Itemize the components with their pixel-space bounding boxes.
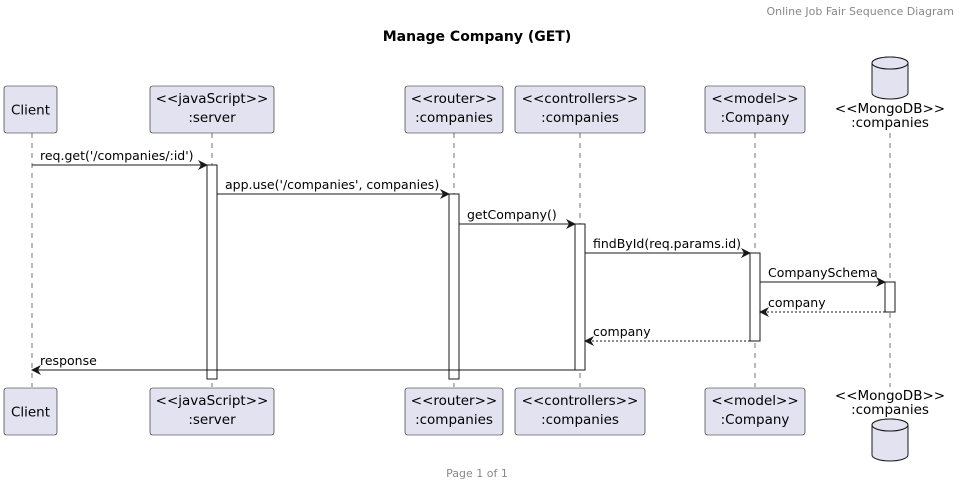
message-label: getCompany()	[467, 207, 557, 222]
message-7: company	[584, 324, 750, 346]
message-label: findById(req.params.id)	[593, 236, 741, 251]
diagram-title: Manage Company (GET)	[383, 29, 572, 45]
participant-label: <<router>>	[411, 393, 497, 409]
participant-label: :companies	[415, 110, 493, 126]
participant-box	[149, 85, 275, 134]
lifelines	[31, 133, 891, 387]
participant-label: Client	[11, 103, 50, 119]
message-6: company	[759, 295, 885, 317]
participants-bottom: Client <<javaScript>> :server <<router>> :co…	[3, 387, 945, 462]
participant-router-top: <<router>> :companies	[404, 85, 504, 134]
message-label: company	[768, 295, 826, 310]
diagram-caption: Online Job Fair Sequence Diagram	[766, 5, 954, 18]
participant-box	[404, 387, 504, 436]
participant-router-bottom: <<router>> :companies	[404, 387, 504, 436]
participant-label: :server	[188, 110, 236, 126]
participant-box	[3, 85, 58, 134]
participant-label: <<model>>	[711, 91, 798, 107]
activation-bar-server	[206, 164, 218, 380]
participant-label: <<controllers>>	[522, 91, 639, 107]
database-icon	[871, 56, 909, 100]
participant-box	[704, 85, 806, 134]
participant-box	[149, 387, 275, 436]
participant-label: :Company	[721, 412, 790, 428]
participant-controller-bottom: <<controllers>> :companies	[514, 387, 646, 436]
activations	[206, 164, 896, 380]
participant-model-top: <<model>> :Company	[704, 85, 806, 134]
message-label: req.get('/companies/:id')	[40, 148, 194, 163]
activation-bar-router	[448, 193, 460, 380]
activation-bar-model	[749, 252, 761, 342]
message-label: CompanySchema	[768, 265, 878, 280]
participant-client-top: Client	[3, 85, 58, 134]
participant-label: <<MongoDB>>	[835, 101, 945, 117]
message-3: getCompany()	[459, 207, 576, 229]
participant-box	[404, 85, 504, 134]
participant-label: <<router>>	[411, 91, 497, 107]
participant-box	[514, 387, 646, 436]
participant-label: <<javaScript>>	[156, 91, 269, 107]
participant-label: :companies	[541, 110, 619, 126]
messages: req.get('/companies/:id') app.use('/compa…	[31, 148, 886, 375]
participant-db-top: <<MongoDB>>:companies	[835, 56, 945, 131]
participant-controller-top: <<controllers>> :companies	[514, 85, 646, 134]
activation-bar-db	[884, 281, 896, 313]
participant-label: :companies	[541, 412, 619, 428]
participant-label: <<model>>	[711, 393, 798, 409]
message-1: req.get('/companies/:id')	[32, 148, 208, 170]
participant-label: :companies	[851, 115, 929, 131]
participant-label: :companies	[851, 402, 929, 418]
participant-box	[704, 387, 806, 436]
message-label: company	[593, 324, 651, 339]
participant-server-top: <<javaScript>> :server	[149, 85, 275, 134]
participant-model-bottom: <<model>> :Company	[704, 387, 806, 436]
participant-box	[3, 387, 58, 436]
participant-server-bottom: <<javaScript>> :server	[149, 387, 275, 436]
participant-label: <<controllers>>	[522, 393, 639, 409]
participant-label: :server	[188, 412, 236, 428]
message-label: app.use('/companies', companies)	[225, 177, 439, 192]
activation-bar-controller	[574, 223, 586, 371]
page-number: Page 1 of 1	[446, 467, 508, 480]
message-label: response	[40, 353, 97, 368]
participant-label: :companies	[415, 412, 493, 428]
participant-label: <<MongoDB>>	[835, 388, 945, 404]
participants-top: Client <<javaScript>> :server <<router>> :co…	[3, 56, 945, 134]
message-8: response	[31, 353, 575, 375]
participant-label: :Company	[721, 110, 790, 126]
database-icon	[871, 418, 909, 462]
participant-label: Client	[11, 405, 50, 421]
message-2: app.use('/companies', companies)	[217, 177, 450, 199]
message-5: CompanySchema	[760, 265, 886, 287]
participant-label: <<javaScript>>	[156, 393, 269, 409]
participant-client-bottom: Client	[3, 387, 58, 436]
message-4: findById(req.params.id)	[585, 236, 751, 258]
participant-db-bottom: <<MongoDB>>:companies	[835, 388, 945, 462]
participant-box	[514, 85, 646, 134]
